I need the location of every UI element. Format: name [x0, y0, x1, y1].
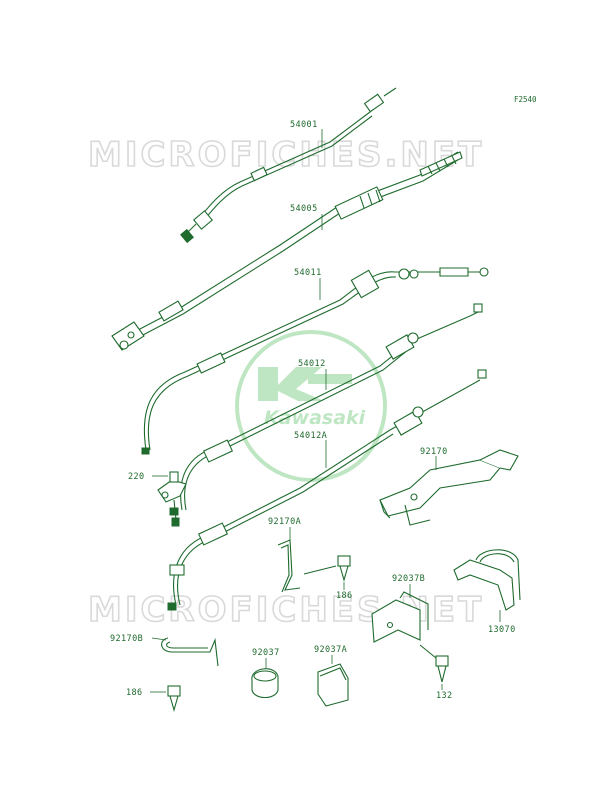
watermark-bottom: MICROFICHES.NET: [87, 589, 484, 631]
label-132: 132: [436, 691, 453, 701]
cable-54011: [141, 267, 489, 455]
part-186-bolt-lower: [167, 685, 181, 713]
part-92037-clamp: [251, 668, 279, 699]
part-132-bolt: [419, 644, 449, 683]
watermark-text-bottom: MICROFICHES.NET: [88, 590, 484, 630]
logo-ring: [235, 330, 387, 482]
watermark-top: MICROFICHES.NET: [87, 134, 484, 176]
cable-54005: [111, 151, 463, 351]
label-220: 220: [128, 472, 145, 482]
label-54012: 54012: [298, 359, 326, 369]
logo-bar: [308, 374, 352, 384]
label-92170: 92170: [420, 447, 448, 457]
leader-92170B: [151, 637, 167, 641]
label-54001: 54001: [290, 120, 318, 130]
part-186-bolt-upper: [303, 555, 351, 583]
label-92037B: 92037B: [392, 574, 425, 584]
label-92037A: 92037A: [314, 645, 347, 655]
label-186b: 186: [126, 688, 143, 698]
part-13070-bracket: [453, 549, 521, 611]
label-92037: 92037: [252, 648, 280, 658]
label-54012A: 54012A: [294, 431, 327, 441]
part-92170B-clamp: [161, 637, 219, 667]
figure-code: F2540: [514, 95, 537, 104]
part-92170-bracket: [379, 449, 519, 526]
kawasaki-logo: Kawasaki: [235, 330, 387, 482]
label-13070: 13070: [488, 625, 516, 635]
label-92170B: 92170B: [110, 634, 143, 644]
part-92170A-clamp: [277, 539, 301, 593]
part-92037A-clamp: [317, 663, 349, 707]
cable-54001: [180, 87, 397, 244]
logo-wordmark: Kawasaki: [264, 407, 366, 429]
label-186a: 186: [336, 591, 353, 601]
watermark-text-top: MICROFICHES.NET: [88, 135, 484, 175]
label-54005: 54005: [290, 204, 318, 214]
label-92170A: 92170A: [268, 517, 301, 527]
cable-54012A: [167, 369, 487, 611]
part-92037B-clamp: [371, 591, 429, 643]
logo-k-mark: [258, 367, 324, 401]
label-54011: 54011: [294, 268, 322, 278]
part-220-screw: [157, 471, 187, 527]
